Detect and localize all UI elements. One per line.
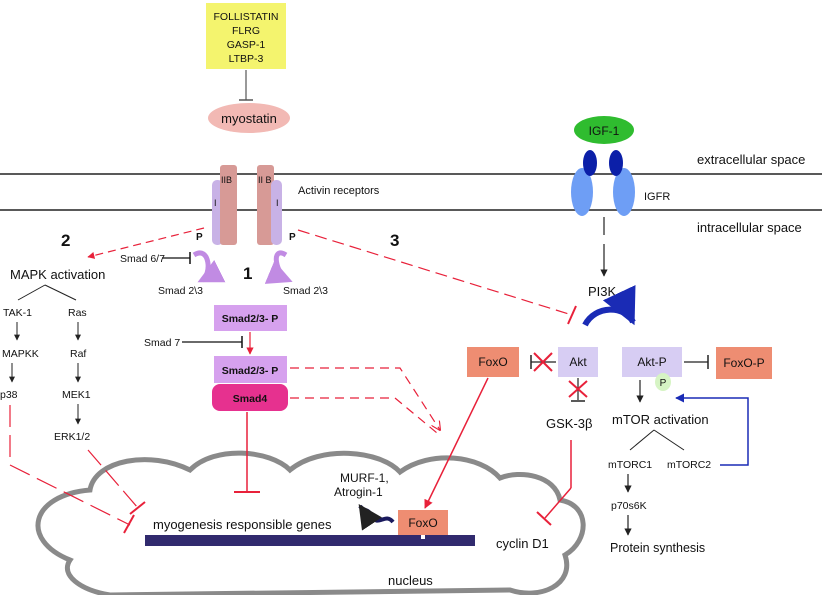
receptor-left-type1-label: I xyxy=(214,198,217,208)
erk-label: ERK1/2 xyxy=(54,431,90,443)
pathway-number-3: 3 xyxy=(390,231,399,250)
smad-right-recruit-arrow xyxy=(264,250,293,284)
smad-to-foxo-dashed-upper xyxy=(290,367,440,430)
akt-gsk-cross-b xyxy=(568,380,588,398)
gsk-cyclin-inhibit-diag xyxy=(544,487,572,519)
receptor-to-mapk-dashed xyxy=(87,227,205,259)
smad23-right-label: Smad 2\3 xyxy=(283,285,328,297)
receptor-left-type2 xyxy=(220,165,237,245)
igfr-left-inner xyxy=(583,150,597,176)
mapkk-label: MAPKK xyxy=(2,348,39,360)
smad4-box xyxy=(212,384,288,411)
smad-left-recruit-arrow xyxy=(192,250,226,283)
erk-inhibit-line xyxy=(87,449,139,509)
protein-synthesis-label: Protein synthesis xyxy=(610,541,705,555)
nuclear-foxo-box xyxy=(398,510,448,535)
receptor-right-type2-label: II B xyxy=(258,175,272,185)
smad23p-label: Smad2/3- P xyxy=(222,313,279,325)
tak1-label: TAK-1 xyxy=(3,307,32,319)
foxo-left-box xyxy=(467,347,519,377)
receptor-right-type2 xyxy=(257,165,274,245)
p38-label: p38 xyxy=(0,389,18,401)
mek1-label: MEK1 xyxy=(62,389,91,401)
mtor-activation-label: mTOR activation xyxy=(612,412,709,427)
mtorc1-label: mTORC1 xyxy=(608,459,652,471)
p38-inhibit-cap xyxy=(123,514,135,534)
igfr-left-outer xyxy=(571,168,593,216)
p-badge-label: P xyxy=(660,378,667,389)
murf1-label: MURF-1, xyxy=(340,471,389,485)
raf-label: Raf xyxy=(70,348,86,360)
intracellular-space-label: intracellular space xyxy=(697,220,802,235)
igf1-label: IGF-1 xyxy=(589,124,620,138)
smad23p-box xyxy=(214,305,287,331)
pi3k-label: PI3K xyxy=(588,284,617,299)
receptor-right-type1-label: I xyxy=(276,198,279,208)
smad67-label: Smad 6/7 xyxy=(120,253,165,265)
myostatin-ellipse xyxy=(208,103,290,133)
smad-to-foxo-dashed-lower xyxy=(290,397,438,434)
activin-receptors-label: Activin receptors xyxy=(298,185,380,197)
foxo-p-box xyxy=(716,347,772,379)
mapk-branch-left xyxy=(17,284,46,301)
akt-label: Akt xyxy=(569,355,587,369)
p70s6k-label: p70s6K xyxy=(611,500,647,512)
dna-strand xyxy=(145,535,475,546)
cyclin-d1-label: cyclin D1 xyxy=(496,536,549,551)
foxo-to-murf-arrow xyxy=(358,504,395,531)
gsk3b-label: GSK-3β xyxy=(546,416,593,431)
pi3k-activation-arc xyxy=(582,285,636,327)
foxo-to-nucleus-arrow xyxy=(424,377,489,509)
inhibitor-gasp1: GASP-1 xyxy=(227,39,266,51)
erk-inhibit-cap xyxy=(129,501,146,515)
pathway-number-1: 1 xyxy=(243,264,252,283)
smad23-left-label: Smad 2\3 xyxy=(158,285,203,297)
mtor-branch-right xyxy=(653,429,685,451)
ras-label: Ras xyxy=(68,307,87,319)
receptor-to-pi3k-dashed xyxy=(297,229,573,316)
myogenesis-genes-label: myogenesis responsible genes xyxy=(153,517,332,532)
foxo-p-label: FoxO-P xyxy=(723,356,764,370)
p-badge xyxy=(655,373,671,391)
nuclear-foxo-label: FoxO xyxy=(408,516,437,530)
receptor-to-pi3k-cap xyxy=(567,305,577,325)
igfr-right-inner xyxy=(609,150,623,176)
igf1-ellipse xyxy=(574,116,634,144)
nucleus-label: nucleus xyxy=(388,573,433,588)
atrogin1-label: Atrogin-1 xyxy=(334,485,383,499)
inhibitor-ltbp3: LTBP-3 xyxy=(229,53,264,65)
smad23p-complex-box xyxy=(214,356,287,383)
akt-p-label: Akt-P xyxy=(637,355,666,369)
mapk-branch-right xyxy=(44,284,77,301)
smad7-label: Smad 7 xyxy=(144,337,180,349)
akt-p-box xyxy=(622,347,682,377)
receptor-right-phospho: P xyxy=(289,232,296,243)
igfr-right-outer xyxy=(613,168,635,216)
pathway-number-2: 2 xyxy=(61,231,70,250)
smad4-label: Smad4 xyxy=(233,393,268,405)
myostatin-label: myostatin xyxy=(221,111,277,126)
nuclear-foxo-tick xyxy=(421,535,425,539)
smad23p-complex-label: Smad2/3- P xyxy=(222,365,279,377)
receptor-left-phospho: P xyxy=(196,232,203,243)
inhibitor-flrg: FLRG xyxy=(232,25,260,37)
mapk-activation-label: MAPK activation xyxy=(10,267,105,282)
akt-foxo-cross-b xyxy=(533,352,553,372)
akt-box xyxy=(558,347,598,377)
foxo-left-label: FoxO xyxy=(478,355,507,369)
receptor-left-type2-label: IIB xyxy=(221,175,232,185)
extracellular-space-label: extracellular space xyxy=(697,152,805,167)
inhibitor-box xyxy=(206,3,286,69)
mtorc2-to-aktp-feedback xyxy=(675,393,749,466)
gsk-cyclin-inhibit-cap xyxy=(536,511,552,526)
inhibitor-follistatin: FOLLISTATIN xyxy=(214,11,279,23)
receptor-right-type1 xyxy=(271,180,282,245)
mtorc2-label: mTORC2 xyxy=(667,459,711,471)
mtor-branch-left xyxy=(629,429,655,451)
nucleus-membrane xyxy=(35,450,586,595)
p38-inhibit-line xyxy=(9,405,131,526)
igfr-label: IGFR xyxy=(644,191,670,203)
